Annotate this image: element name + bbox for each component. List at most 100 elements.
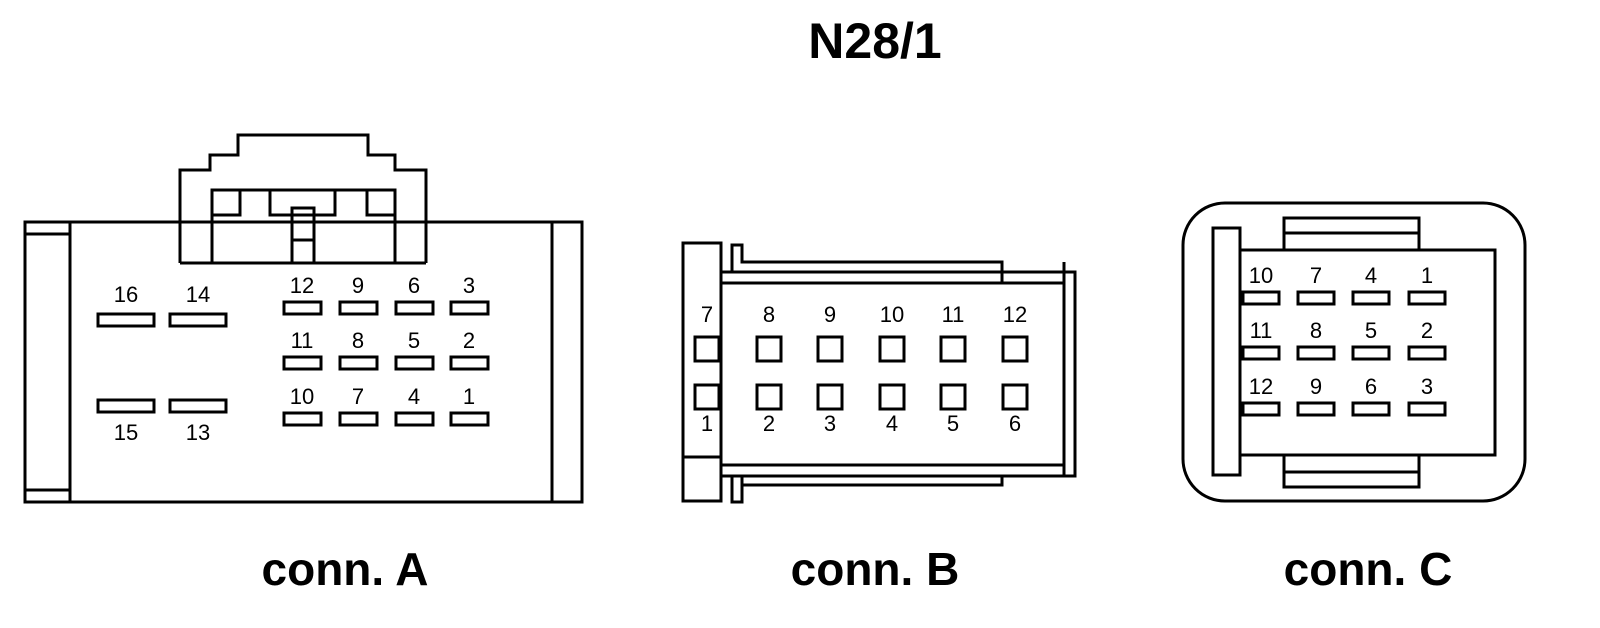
pin-slot bbox=[939, 335, 967, 363]
pin-a-15: 15 bbox=[96, 398, 156, 445]
pin-b-5: 5 bbox=[939, 383, 967, 436]
pin-slot bbox=[878, 335, 906, 363]
pin-a-4: 4 bbox=[394, 384, 435, 427]
pin-label: 7 bbox=[701, 302, 713, 327]
pin-slot bbox=[1407, 290, 1447, 306]
pin-label: 1 bbox=[1421, 263, 1433, 288]
connector-c-caption: conn. C bbox=[1284, 543, 1453, 595]
pin-slot bbox=[449, 355, 490, 371]
pin-slot bbox=[168, 398, 228, 414]
pin-c-11: 11 bbox=[1241, 318, 1281, 361]
pin-c-1: 1 bbox=[1407, 263, 1447, 306]
pin-slot bbox=[939, 383, 967, 411]
pin-slot bbox=[449, 411, 490, 427]
pin-label: 6 bbox=[1365, 374, 1377, 399]
pin-slot bbox=[338, 300, 379, 316]
pin-c-12: 12 bbox=[1241, 374, 1281, 417]
pin-slot bbox=[282, 355, 323, 371]
pin-label: 2 bbox=[763, 411, 775, 436]
pin-label: 7 bbox=[1310, 263, 1322, 288]
pin-c-7: 7 bbox=[1296, 263, 1336, 306]
pin-c-9: 9 bbox=[1296, 374, 1336, 417]
pin-slot bbox=[878, 383, 906, 411]
pin-slot bbox=[282, 300, 323, 316]
pin-a-10: 10 bbox=[282, 384, 323, 427]
connector-b-caption: conn. B bbox=[791, 543, 960, 595]
pin-slot bbox=[338, 355, 379, 371]
pin-a-16: 16 bbox=[96, 282, 156, 328]
pin-b-10: 10 bbox=[878, 302, 906, 363]
connector-c-housing bbox=[1181, 201, 1527, 503]
connector-b-housing bbox=[681, 241, 1077, 504]
pin-slot bbox=[1407, 401, 1447, 417]
pin-slot bbox=[1241, 290, 1281, 306]
pin-b-8: 8 bbox=[755, 302, 783, 363]
pin-c-8: 8 bbox=[1296, 318, 1336, 361]
pin-b-12: 12 bbox=[1001, 302, 1029, 363]
pin-c-2: 2 bbox=[1407, 318, 1447, 361]
pin-a-3: 3 bbox=[449, 273, 490, 316]
pin-slot bbox=[693, 383, 721, 411]
pin-a-9: 9 bbox=[338, 273, 379, 316]
pin-slot bbox=[1296, 401, 1336, 417]
pin-a-5: 5 bbox=[394, 328, 435, 371]
pin-label: 10 bbox=[1249, 263, 1273, 288]
pin-slot bbox=[394, 355, 435, 371]
pin-b-2: 2 bbox=[755, 383, 783, 436]
pin-slot bbox=[282, 411, 323, 427]
pin-c-10: 10 bbox=[1241, 263, 1281, 306]
pin-label: 13 bbox=[186, 420, 210, 445]
pin-slot bbox=[168, 312, 228, 328]
pin-slot bbox=[96, 312, 156, 328]
pin-label: 12 bbox=[290, 273, 314, 298]
pin-slot bbox=[755, 335, 783, 363]
pin-label: 12 bbox=[1003, 302, 1027, 327]
pin-label: 11 bbox=[291, 328, 314, 353]
pin-b-1: 1 bbox=[693, 383, 721, 436]
pin-slot bbox=[1241, 401, 1281, 417]
pin-label: 15 bbox=[114, 420, 138, 445]
pin-b-4: 4 bbox=[878, 383, 906, 436]
pin-label: 3 bbox=[1421, 374, 1433, 399]
pin-label: 8 bbox=[352, 328, 364, 353]
pin-a-7: 7 bbox=[338, 384, 379, 427]
pin-slot bbox=[1241, 345, 1281, 361]
pin-b-9: 9 bbox=[816, 302, 844, 363]
pin-label: 5 bbox=[947, 411, 959, 436]
pin-label: 1 bbox=[463, 384, 475, 409]
pin-c-5: 5 bbox=[1351, 318, 1391, 361]
pin-slot bbox=[394, 300, 435, 316]
pin-label: 9 bbox=[1310, 374, 1322, 399]
pin-slot bbox=[1001, 383, 1029, 411]
pin-slot bbox=[816, 383, 844, 411]
pin-a-8: 8 bbox=[338, 328, 379, 371]
pin-slot bbox=[1296, 345, 1336, 361]
pin-a-14: 14 bbox=[168, 282, 228, 328]
pin-slot bbox=[816, 335, 844, 363]
pin-label: 5 bbox=[1365, 318, 1377, 343]
pin-slot bbox=[755, 383, 783, 411]
pin-label: 1 bbox=[701, 411, 713, 436]
pin-slot bbox=[1001, 335, 1029, 363]
pin-c-6: 6 bbox=[1351, 374, 1391, 417]
pin-a-1: 1 bbox=[449, 384, 490, 427]
pin-b-3: 3 bbox=[816, 383, 844, 436]
pin-label: 6 bbox=[1009, 411, 1021, 436]
pin-label: 8 bbox=[763, 302, 775, 327]
pin-label: 9 bbox=[352, 273, 364, 298]
pin-label: 11 bbox=[1250, 318, 1273, 343]
pin-b-7: 7 bbox=[693, 302, 721, 363]
pin-slot bbox=[96, 398, 156, 414]
pin-slot bbox=[338, 411, 379, 427]
pin-b-6: 6 bbox=[1001, 383, 1029, 436]
pin-label: 3 bbox=[824, 411, 836, 436]
pin-slot bbox=[1407, 345, 1447, 361]
pin-label: 14 bbox=[186, 282, 210, 307]
diagram-title: N28/1 bbox=[808, 13, 941, 69]
